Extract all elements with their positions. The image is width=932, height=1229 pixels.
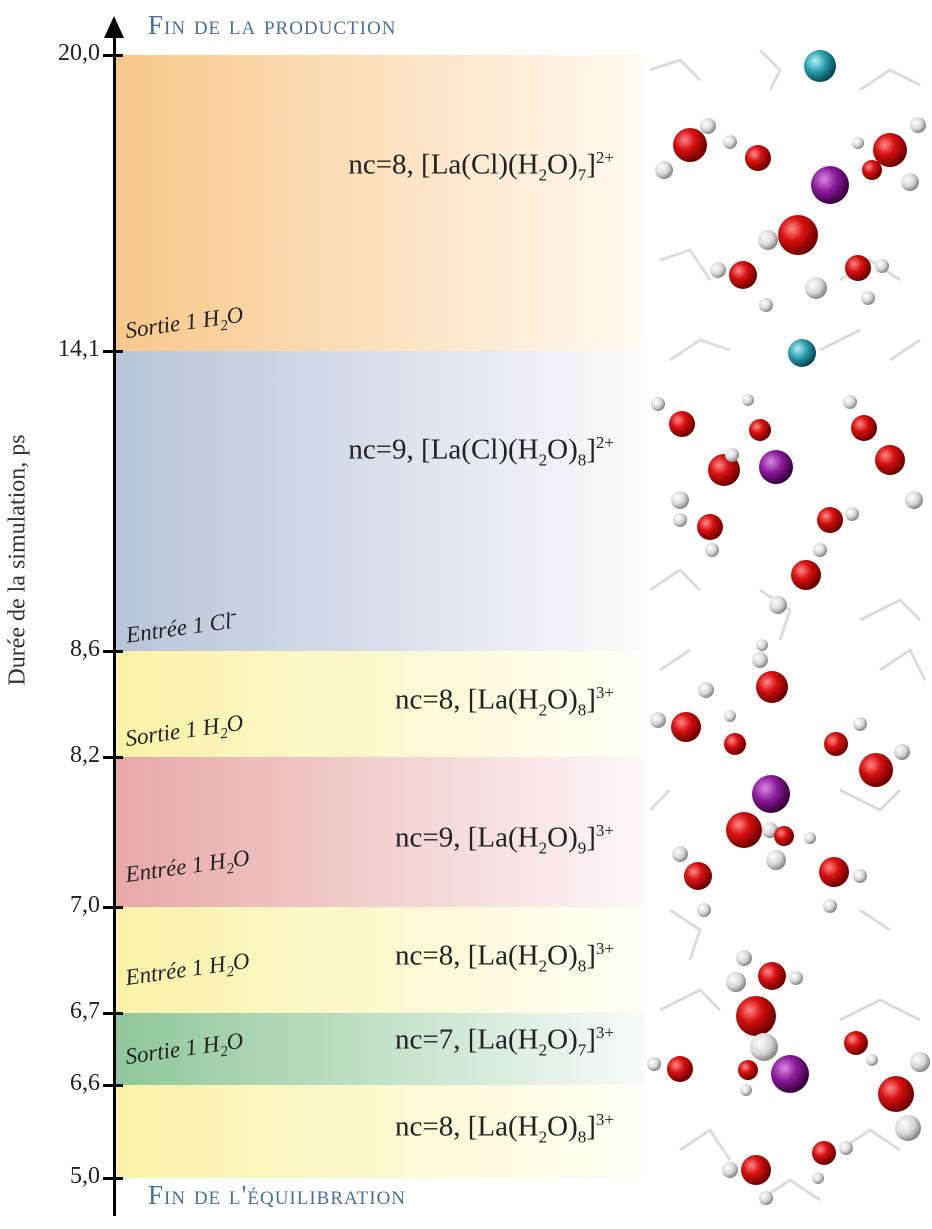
bottom-heading: Fin de l'équilibration xyxy=(148,1180,407,1210)
tick-label: 6,7 xyxy=(70,998,100,1024)
species-label: nc=8, [La(H2O)8]3+ xyxy=(395,1110,614,1147)
tick-label: 8,2 xyxy=(70,742,100,768)
solvent-background xyxy=(648,48,927,1202)
tick-mark xyxy=(103,756,123,759)
tick-label: 20,0 xyxy=(58,40,100,66)
tick-label: 8,6 xyxy=(70,636,100,662)
axis-arrow-icon xyxy=(104,16,124,38)
tick-mark xyxy=(103,650,123,653)
tick-mark xyxy=(103,1177,123,1180)
tick-label: 7,0 xyxy=(70,892,100,918)
time-axis xyxy=(113,28,116,1216)
tick-mark xyxy=(103,906,123,909)
snapshot-middle xyxy=(651,339,923,614)
snapshot-bottom xyxy=(647,639,930,1205)
band-h2o7 xyxy=(116,1013,644,1085)
tick-mark xyxy=(103,1084,123,1087)
band-cl-h2o8 xyxy=(116,351,644,651)
tick-label: 6,6 xyxy=(70,1070,100,1096)
species-label: nc=9, [La(H2O)9]3+ xyxy=(395,821,614,858)
band-h2o9 xyxy=(116,757,644,907)
top-heading: Fin de la production xyxy=(148,10,397,40)
tick-mark xyxy=(103,350,123,353)
species-label: nc=7, [La(H2O)7]3+ xyxy=(395,1023,614,1060)
tick-label: 14,1 xyxy=(58,336,100,362)
snapshot-top xyxy=(655,50,926,312)
band-h2o8-b xyxy=(116,907,644,1013)
band-h2o8-c xyxy=(116,1085,644,1178)
molecular-snapshots xyxy=(647,48,930,1205)
species-label: nc=9, [La(Cl)(H2O)8]2+ xyxy=(348,433,614,470)
band-cl-h2o7 xyxy=(116,55,644,351)
tick-label: 5,0 xyxy=(70,1163,100,1189)
tick-mark xyxy=(103,54,123,57)
tick-mark xyxy=(103,1012,123,1015)
species-label: nc=8, [La(H2O)8]3+ xyxy=(395,939,614,976)
band-h2o8-a xyxy=(116,651,644,757)
species-label: nc=8, [La(H2O)8]3+ xyxy=(395,683,614,720)
species-label: nc=8, [La(Cl)(H2O)7]2+ xyxy=(348,148,614,185)
